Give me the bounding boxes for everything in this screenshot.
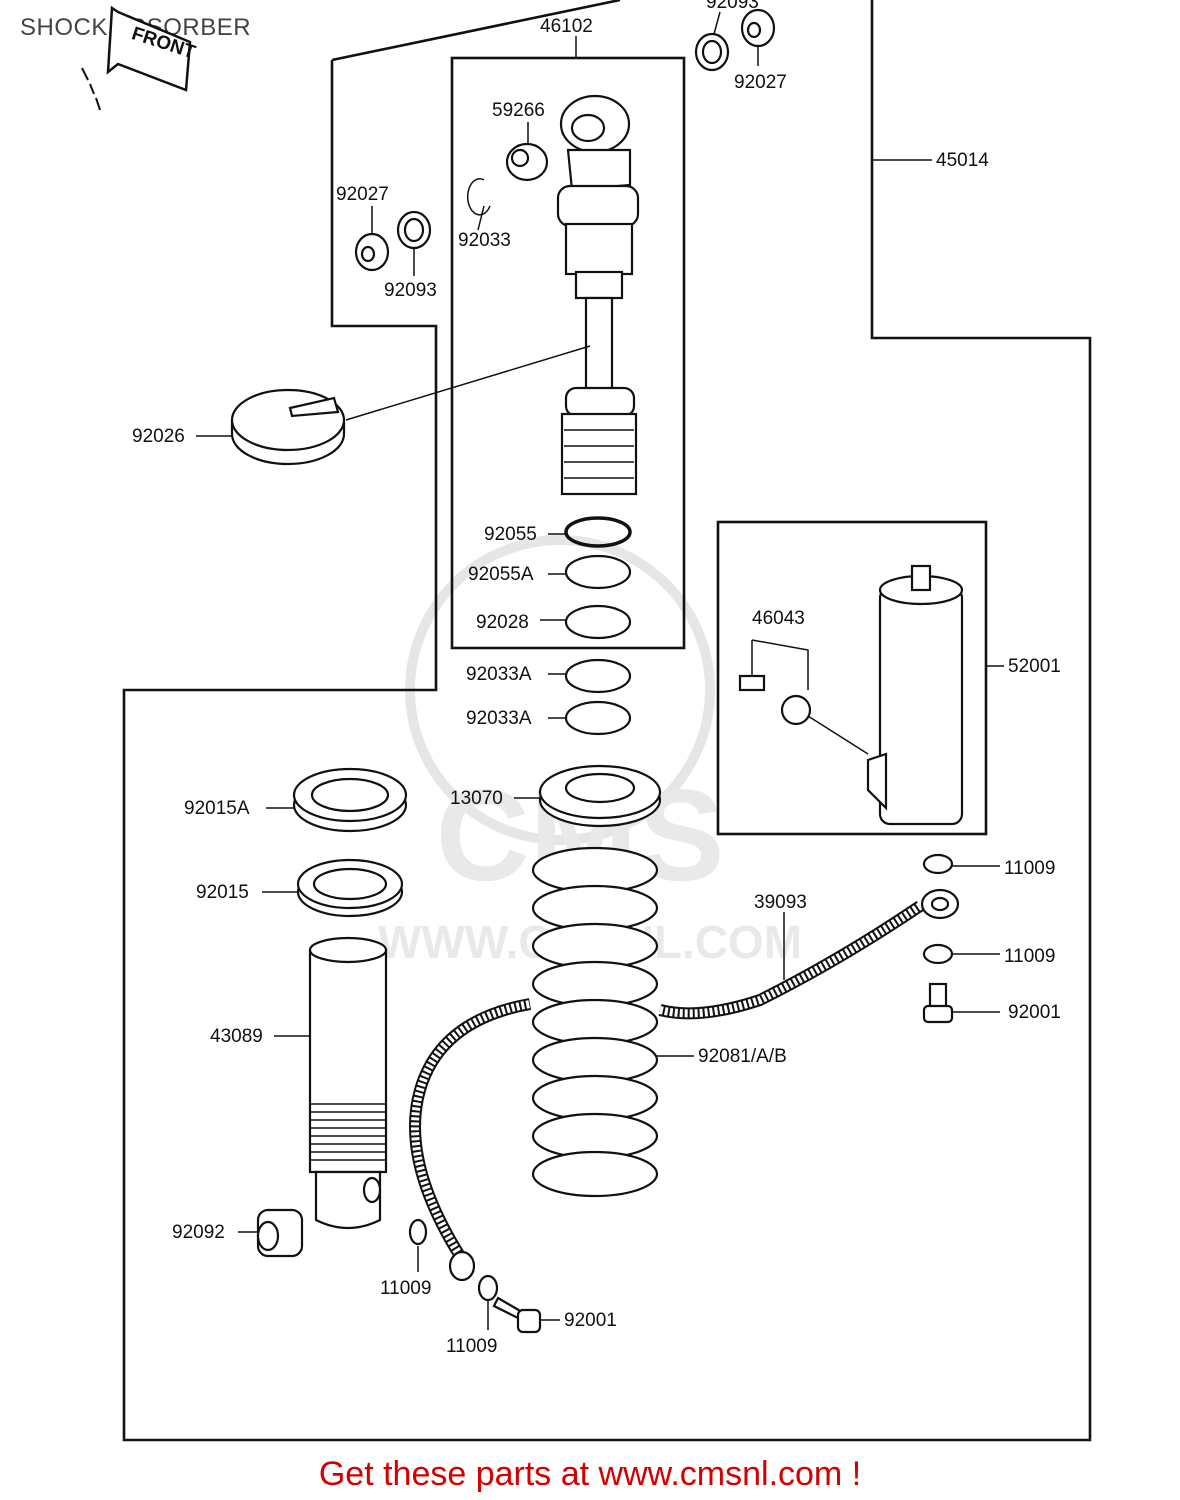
label-46102: 46102 [540, 16, 593, 37]
label-59266: 59266 [492, 100, 545, 121]
washer-11009-r1 [922, 853, 954, 875]
label-39093: 39093 [754, 892, 807, 913]
ring-92055A [564, 554, 632, 590]
hose-39093 [409, 888, 960, 1282]
washer-11009-b2 [477, 1274, 499, 1302]
reservoir-52001 [866, 564, 964, 826]
leader-92026-shock [345, 345, 591, 421]
label-92015A: 92015A [184, 798, 250, 819]
spring-seat-13070 [538, 764, 662, 828]
label-11009-r1: 11009 [1004, 858, 1055, 879]
label-92081: 92081/A/B [698, 1046, 787, 1067]
label-92055: 92055 [484, 524, 537, 545]
circlip-92033A-1 [564, 658, 632, 694]
label-92033A-2: 92033A [466, 708, 532, 729]
oring-92055 [564, 516, 632, 548]
label-92028: 92028 [476, 612, 529, 633]
label-92033A-1: 92033A [466, 664, 532, 685]
adjuster-nut-92015 [296, 858, 404, 918]
label-11009-b1: 11009 [380, 1278, 431, 1299]
seal-92093-top [694, 32, 730, 72]
bolt-92001-right [922, 982, 954, 1024]
label-92055A: 92055A [468, 564, 534, 585]
label-46043: 46043 [752, 608, 805, 629]
label-92033: 92033 [458, 230, 511, 251]
coil-spring-92081 [531, 846, 659, 1198]
label-92092: 92092 [172, 1222, 225, 1243]
label-92027-top: 92027 [734, 72, 787, 93]
circlip-92033 [466, 178, 491, 216]
label-92093-left: 92093 [384, 280, 437, 301]
assembly-frame-45014 [122, 0, 1092, 1442]
label-45014: 45014 [936, 150, 989, 171]
bushing-92092 [256, 1208, 304, 1258]
label-92001-bottom: 92001 [564, 1310, 617, 1331]
collar-92027-left [354, 232, 390, 272]
label-92001-right: 92001 [1008, 1002, 1061, 1023]
label-43089: 43089 [210, 1026, 263, 1047]
collar-92027-top [740, 8, 776, 48]
label-92026: 92026 [132, 426, 185, 447]
bushing-59266 [505, 142, 549, 182]
washer-11009-r2 [922, 943, 954, 965]
footer-link[interactable]: Get these parts at www.cmsnl.com ! [318, 1455, 862, 1493]
bolt-92001-bottom [492, 1296, 542, 1334]
washer-92026 [230, 388, 346, 466]
ring-92028 [564, 604, 632, 640]
locknut-92015A [292, 767, 408, 833]
seal-92093-left [396, 210, 432, 250]
label-92093-top: 92093 [706, 0, 759, 13]
reservoir-box [716, 520, 988, 836]
front-arrow-icon: FRONT [81, 5, 198, 111]
washer-11009-b1 [408, 1218, 428, 1246]
adjuster-knob-46043 [738, 674, 812, 726]
assembly-frame-top [331, 0, 621, 62]
label-52001: 52001 [1008, 656, 1061, 677]
label-13070: 13070 [450, 788, 503, 809]
label-11009-b2: 11009 [446, 1336, 497, 1357]
label-92027-left: 92027 [336, 184, 389, 205]
circlip-92033A-2 [564, 700, 632, 736]
shock-unit-box-46102 [450, 56, 686, 650]
shock-cylinder-43089 [308, 936, 388, 1230]
shock-absorber-body [556, 94, 640, 496]
label-92015: 92015 [196, 882, 249, 903]
label-11009-r2: 11009 [1004, 946, 1055, 967]
leader-46043 [751, 639, 869, 755]
leader-lines [196, 11, 1004, 1330]
